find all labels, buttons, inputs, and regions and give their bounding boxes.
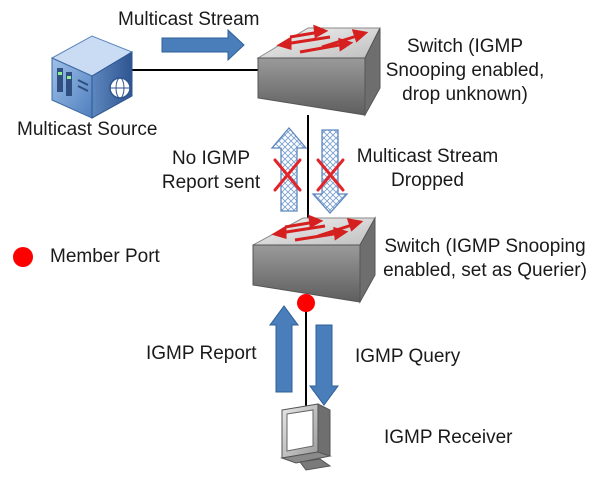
blocked-x-icon bbox=[273, 158, 302, 192]
multicast-stream-label: Multicast Stream bbox=[118, 9, 260, 30]
igmp-query-arrow bbox=[309, 324, 339, 406]
top-switch-label: Switch (IGMP Snooping enabled, drop unkn… bbox=[380, 35, 550, 107]
multicast-stream-dropped-line1: Multicast Stream bbox=[356, 146, 499, 167]
no-igmp-report-line1: No IGMP bbox=[171, 148, 251, 169]
igmp-report-arrow bbox=[269, 305, 299, 393]
igmp-report-label: IGMP Report bbox=[146, 343, 257, 364]
no-igmp-report-line2: Report sent bbox=[161, 172, 261, 193]
member-port-dot bbox=[297, 294, 315, 312]
dropped-stream-arrow bbox=[311, 129, 349, 214]
bottom-switch-label-line1: Switch (IGMP Snooping bbox=[384, 236, 586, 257]
no-igmp-report-label: No IGMP Report sent bbox=[150, 147, 272, 195]
bottom-switch-label: Switch (IGMP Snooping enabled, set as Qu… bbox=[370, 235, 600, 283]
network-switch-icon bbox=[256, 24, 381, 117]
blocked-report-arrow bbox=[270, 126, 308, 212]
bottom-switch-label-line2: enabled, set as Querier) bbox=[383, 260, 587, 281]
blocked-x-icon bbox=[316, 158, 345, 192]
network-switch-icon bbox=[252, 214, 376, 304]
top-switch-label-line2: Snooping enabled, bbox=[385, 60, 545, 81]
member-port-label: Member Port bbox=[50, 246, 160, 267]
top-switch-label-line3: drop unknown) bbox=[402, 84, 528, 105]
server-icon bbox=[50, 35, 134, 119]
top-switch-label-line1: Switch (IGMP bbox=[406, 36, 524, 57]
computer-monitor-icon bbox=[280, 403, 332, 471]
multicast-stream-dropped-label: Multicast Stream Dropped bbox=[345, 145, 510, 193]
multicast-stream-dropped-line2: Dropped bbox=[391, 170, 464, 191]
igmp-receiver-label: IGMP Receiver bbox=[384, 427, 513, 448]
member-port-legend-dot bbox=[13, 247, 33, 267]
multicast-source-label: Multicast Source bbox=[17, 119, 158, 140]
igmp-query-label: IGMP Query bbox=[355, 346, 461, 367]
multicast-stream-arrow bbox=[161, 28, 245, 62]
